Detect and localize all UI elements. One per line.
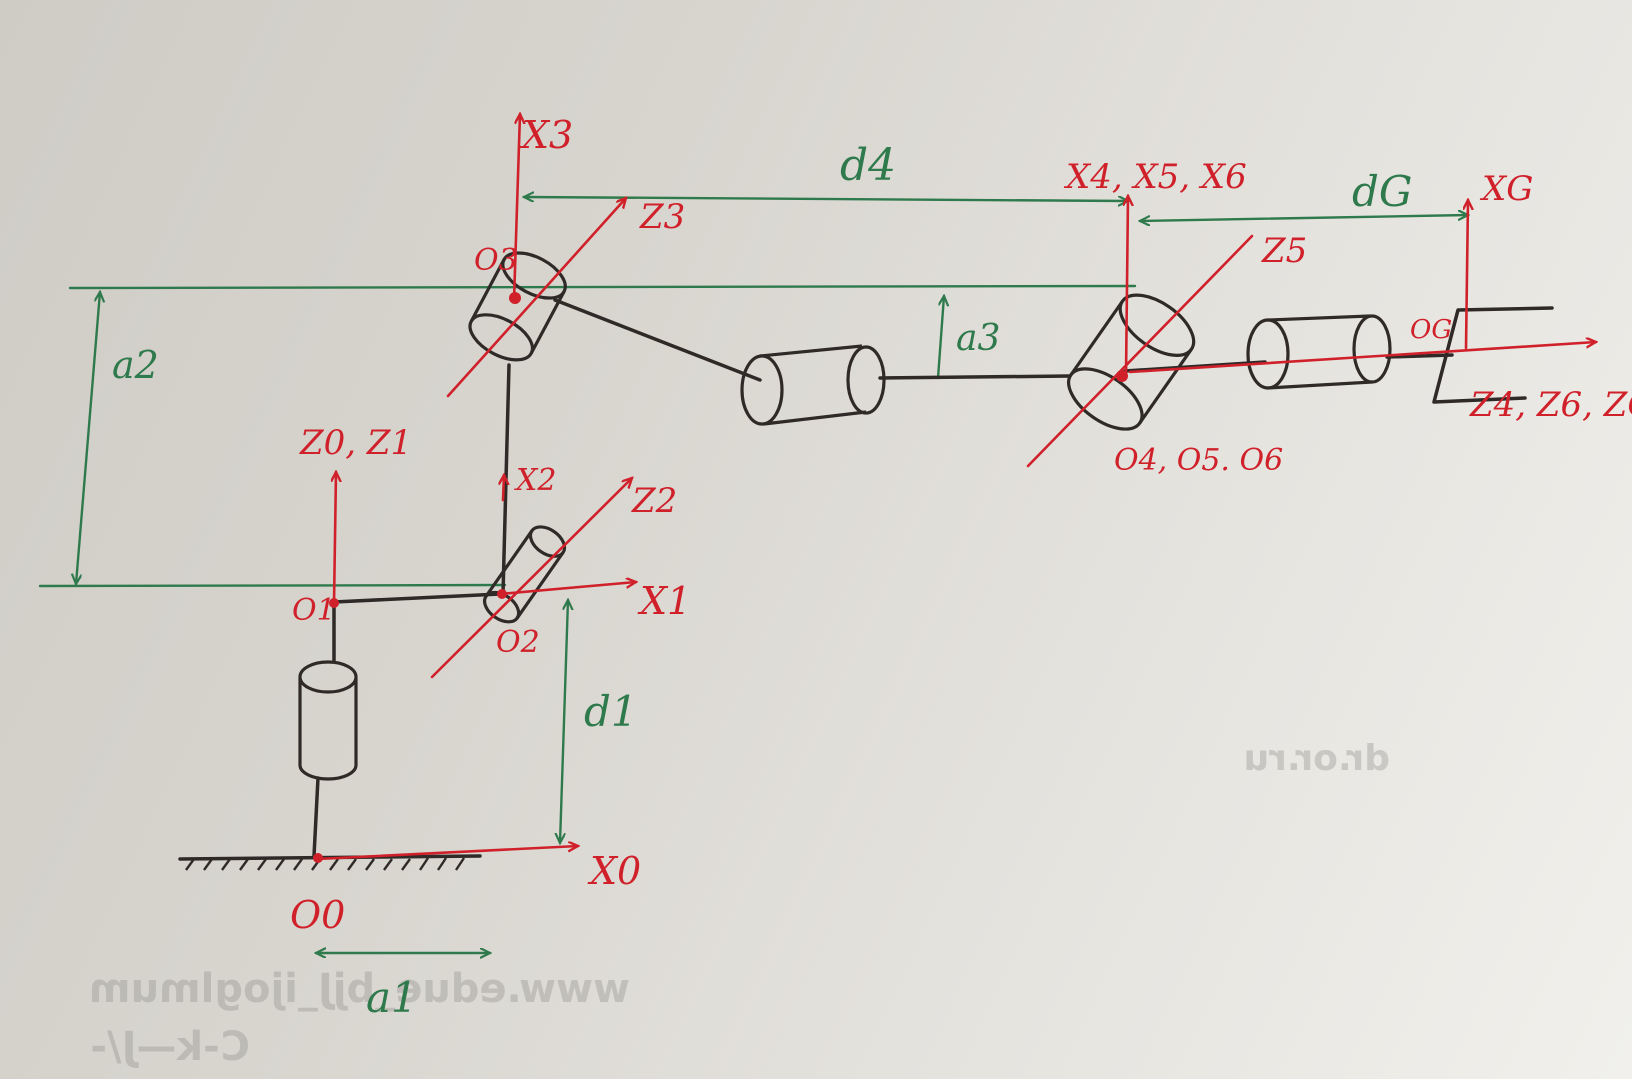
joint-3-cylinder xyxy=(468,251,567,362)
label-a3: a3 xyxy=(956,318,1000,359)
label-x3: X3 xyxy=(519,113,573,157)
a2-top-reference-line xyxy=(68,284,1137,290)
joint-1-cylinder xyxy=(298,660,358,781)
label-x1: X1 xyxy=(637,579,691,623)
axis-xG xyxy=(1466,200,1468,350)
joint-5-cylinder xyxy=(1067,293,1196,431)
base-link xyxy=(312,776,320,858)
label-o2: O2 xyxy=(496,625,540,660)
a3-dimension-arrow xyxy=(936,296,944,380)
label-o1: O1 xyxy=(292,593,336,628)
label-xg: XG xyxy=(1479,169,1533,209)
label-a2: a2 xyxy=(112,343,159,387)
axis-x2 xyxy=(503,475,504,502)
bleed-through-text-2: www.edue_bjJ_ijoglmum xyxy=(89,966,630,1012)
dG-dimension-arrow xyxy=(1140,215,1468,221)
axis-z2 xyxy=(430,478,632,679)
link-joint4-o4 xyxy=(878,374,1072,380)
joint-4-cylinder xyxy=(740,344,886,426)
label-a1: a1 xyxy=(366,973,418,1022)
axis-x3 xyxy=(512,114,520,302)
label-d1: d1 xyxy=(584,687,638,736)
label-z0-z1: Z0, Z1 xyxy=(299,423,412,463)
origin-dots xyxy=(313,292,1128,863)
label-z5: Z5 xyxy=(1261,231,1307,271)
joint-6-cylinder xyxy=(1246,314,1392,390)
bleed-through-text-1: dr.or.ru xyxy=(1244,738,1390,779)
label-o0: O0 xyxy=(290,893,345,937)
label-x4-x5-x6: X4, X5, X6 xyxy=(1063,157,1247,197)
joint-2-cylinder xyxy=(482,525,567,624)
label-o4-o5-o6: O4, O5. O6 xyxy=(1114,443,1283,478)
label-z4-z6-zg: Z4, Z6, ZG xyxy=(1469,385,1632,425)
link-joint6-gripper xyxy=(1385,353,1454,359)
origin-o4-o5-o6-dot xyxy=(1116,370,1128,382)
label-o3: O3 xyxy=(474,243,518,278)
axis-z5 xyxy=(1026,234,1254,468)
origin-o3-dot xyxy=(509,292,521,304)
label-og: OG xyxy=(1410,315,1452,345)
a2-bottom-reference-line xyxy=(38,583,507,588)
ground-hatching xyxy=(185,857,465,871)
axis-z3 xyxy=(446,198,626,398)
d4-dimension-arrow xyxy=(524,197,1128,201)
axis-x1 xyxy=(498,582,636,596)
axis-z4-z6-zG xyxy=(1128,342,1596,374)
label-z2: Z2 xyxy=(631,481,677,521)
a2-dimension-arrow xyxy=(76,292,100,584)
axis-z0-z1 xyxy=(334,472,336,606)
d1-dimension-arrow xyxy=(560,600,568,843)
label-d4: d4 xyxy=(840,140,896,191)
origin-o0-dot xyxy=(313,853,323,863)
axis-x0 xyxy=(316,846,578,861)
label-dg: dG xyxy=(1352,167,1412,216)
gripper xyxy=(1432,306,1554,404)
bleed-through-text-3: C-k—J/- xyxy=(90,1024,250,1070)
dimension-lines xyxy=(38,197,1468,953)
axis-x4-x5-x6 xyxy=(1126,196,1128,378)
label-z3: Z3 xyxy=(639,197,685,237)
origin-o2-dot xyxy=(497,589,507,599)
frame-axes xyxy=(316,114,1596,861)
label-x2: X2 xyxy=(514,463,556,498)
origin-o1-dot xyxy=(329,598,339,608)
link-o1-o2 xyxy=(332,592,502,604)
label-x0: X0 xyxy=(587,849,641,893)
link-o3-joint4 xyxy=(553,298,762,382)
link-o5-joint6 xyxy=(1123,360,1267,373)
